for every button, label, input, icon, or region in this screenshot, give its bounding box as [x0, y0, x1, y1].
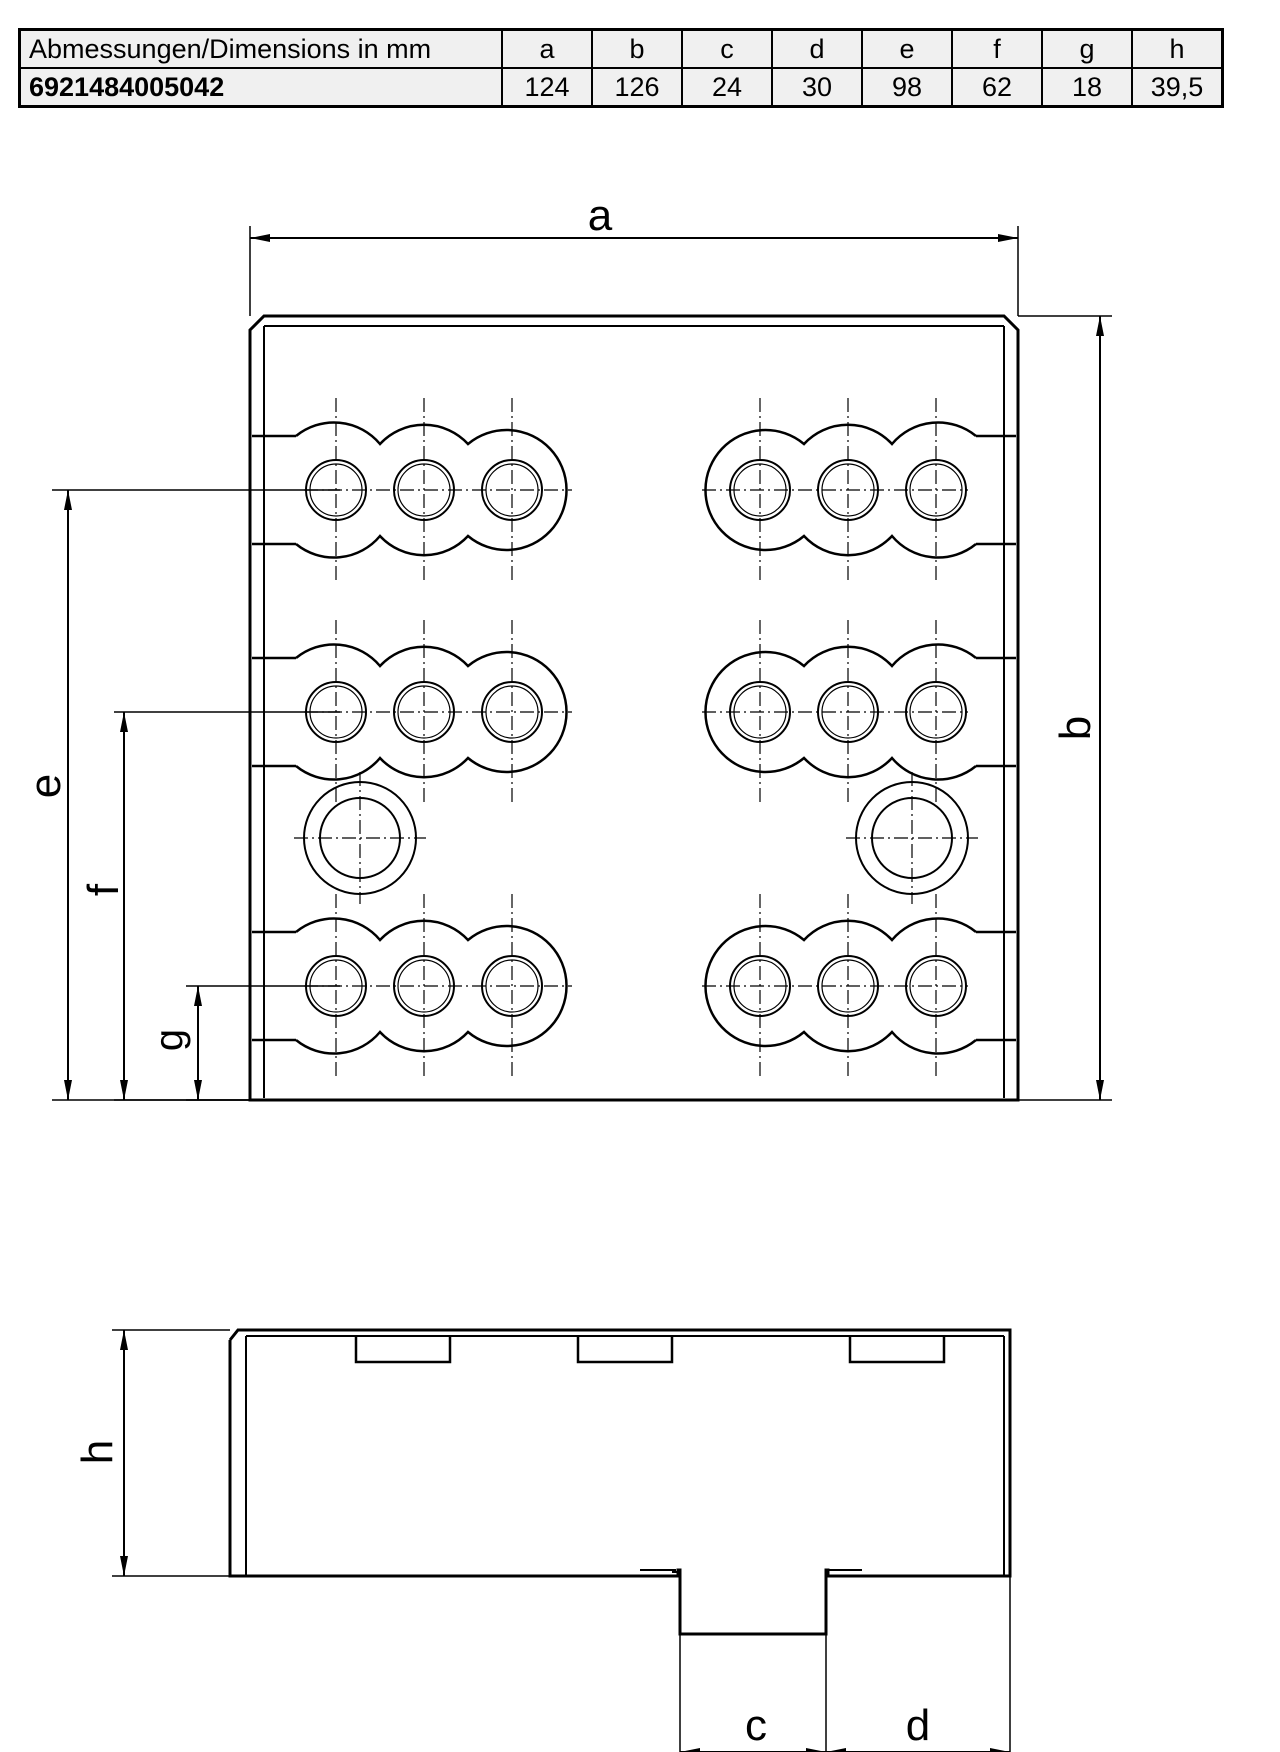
- value-d: 30: [771, 67, 863, 108]
- column-header-d: d: [771, 28, 863, 69]
- column-header-g: g: [1041, 28, 1133, 69]
- top-notch-2: [576, 1336, 674, 1364]
- value-g: 18: [1041, 67, 1133, 108]
- value-f: 62: [951, 67, 1043, 108]
- top-notch-3: [848, 1336, 946, 1364]
- column-header-c: c: [681, 28, 773, 69]
- slot-group-left-0: [252, 421, 568, 559]
- table-header-row: Abmessungen/Dimensions in mm a b c d e f…: [18, 28, 1224, 69]
- value-c: 24: [681, 67, 773, 108]
- dimension-b: [1018, 315, 1112, 1101]
- side-outline: [228, 1328, 1012, 1636]
- dimension-h: [112, 1329, 230, 1577]
- value-h: 39,5: [1131, 67, 1224, 108]
- value-e: 98: [861, 67, 953, 108]
- column-header-h: h: [1131, 28, 1224, 69]
- label-b: b: [1051, 716, 1100, 740]
- dimension-d: [826, 1576, 1011, 1752]
- label-d: d: [906, 1701, 930, 1750]
- label-f: f: [79, 883, 128, 896]
- top-notch-1: [354, 1336, 452, 1364]
- label-h: h: [73, 1440, 122, 1464]
- column-header-a: a: [501, 28, 593, 69]
- column-header-e: e: [861, 28, 953, 69]
- label-a: a: [588, 191, 613, 240]
- label-c: c: [745, 1701, 767, 1750]
- slot-group-left-2: [252, 917, 568, 1055]
- dimensions-table: Abmessungen/Dimensions in mm a b c d e f…: [18, 28, 1224, 108]
- label-e: e: [21, 774, 70, 798]
- top-view: [248, 314, 1020, 1102]
- dimension-e: [52, 489, 340, 1101]
- article-number: 6921484005042: [18, 67, 503, 108]
- dimension-c: [679, 1576, 827, 1752]
- side-view: [228, 1328, 1012, 1636]
- column-header-f: f: [951, 28, 1043, 69]
- dimension-a: [249, 226, 1019, 316]
- value-b: 126: [591, 67, 683, 108]
- table-header-label: Abmessungen/Dimensions in mm: [18, 28, 503, 69]
- label-g: g: [147, 1029, 191, 1051]
- value-a: 124: [501, 67, 593, 108]
- column-header-b: b: [591, 28, 683, 69]
- slot-group-left-1: [252, 643, 568, 781]
- table-value-row: 6921484005042 124 126 24 30 98 62 18 39,…: [18, 67, 1224, 108]
- dimension-g: [186, 985, 340, 1101]
